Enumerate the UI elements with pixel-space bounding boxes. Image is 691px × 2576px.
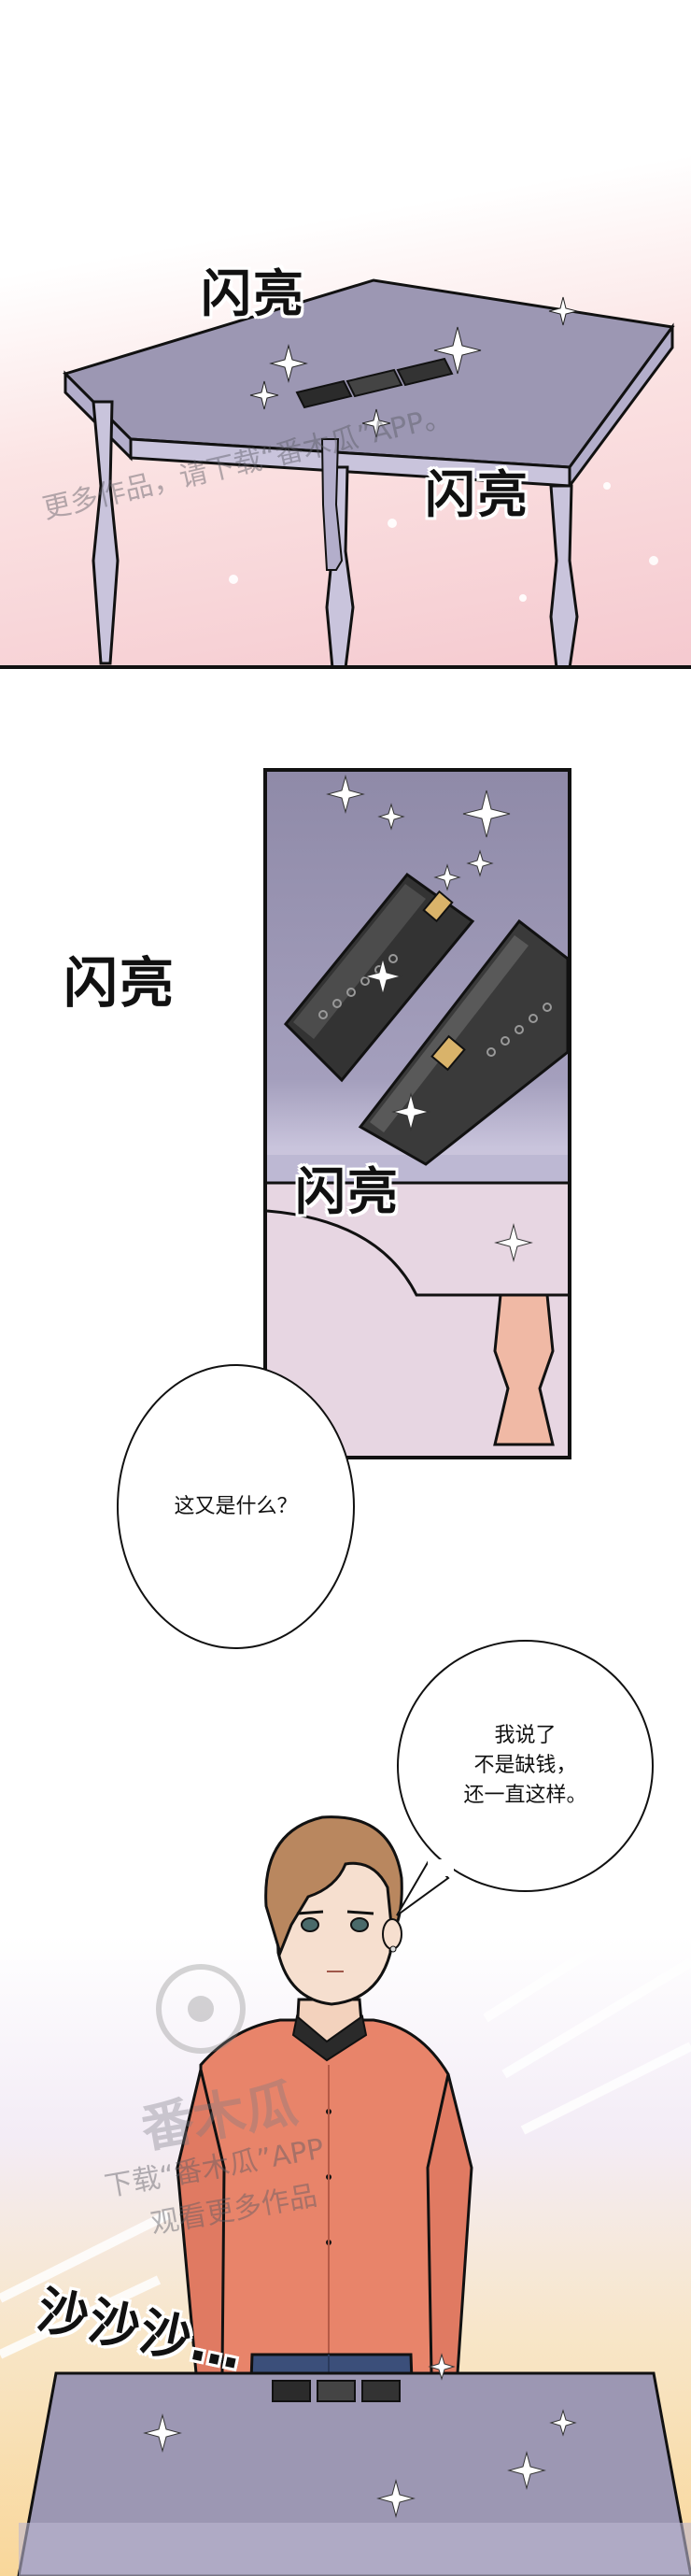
speech-bubble-reply-text: 我说了 不是缺钱， 还一直这样。	[463, 1724, 587, 1807]
cards-on-table-bottom	[272, 2380, 401, 2402]
panel-card-closeup: 闪亮	[263, 768, 571, 1459]
sfx-shine-left: 闪亮	[63, 951, 176, 1015]
speech-bubble-question: 这又是什么？	[117, 1364, 355, 1649]
cards-on-table	[295, 357, 454, 409]
panel-table-top: 闪亮 闪亮 更多作品，请下载“番木瓜”APP。	[0, 0, 691, 668]
panel-border	[0, 665, 691, 669]
panel-man-standing: 番木瓜 下载“番木瓜”APP 观看更多作品 沙沙沙…	[0, 1775, 691, 2576]
sfx-shine-1: 闪亮	[201, 264, 305, 323]
speech-bubble-question-text: 这又是什么？	[174, 1494, 298, 1518]
speech-bubble-reply: 我说了 不是缺钱， 还一直这样。	[397, 1640, 654, 1892]
watermark-logo-graphic	[156, 1964, 246, 2054]
sfx-shine-2: 闪亮	[425, 465, 529, 524]
man-illustration	[0, 1815, 691, 2576]
table-illustration	[63, 278, 675, 668]
speech-bubble-tail	[396, 1859, 454, 1916]
sfx-shine-inside: 闪亮	[295, 1162, 400, 1221]
card-closeup-illustration	[267, 775, 568, 1456]
